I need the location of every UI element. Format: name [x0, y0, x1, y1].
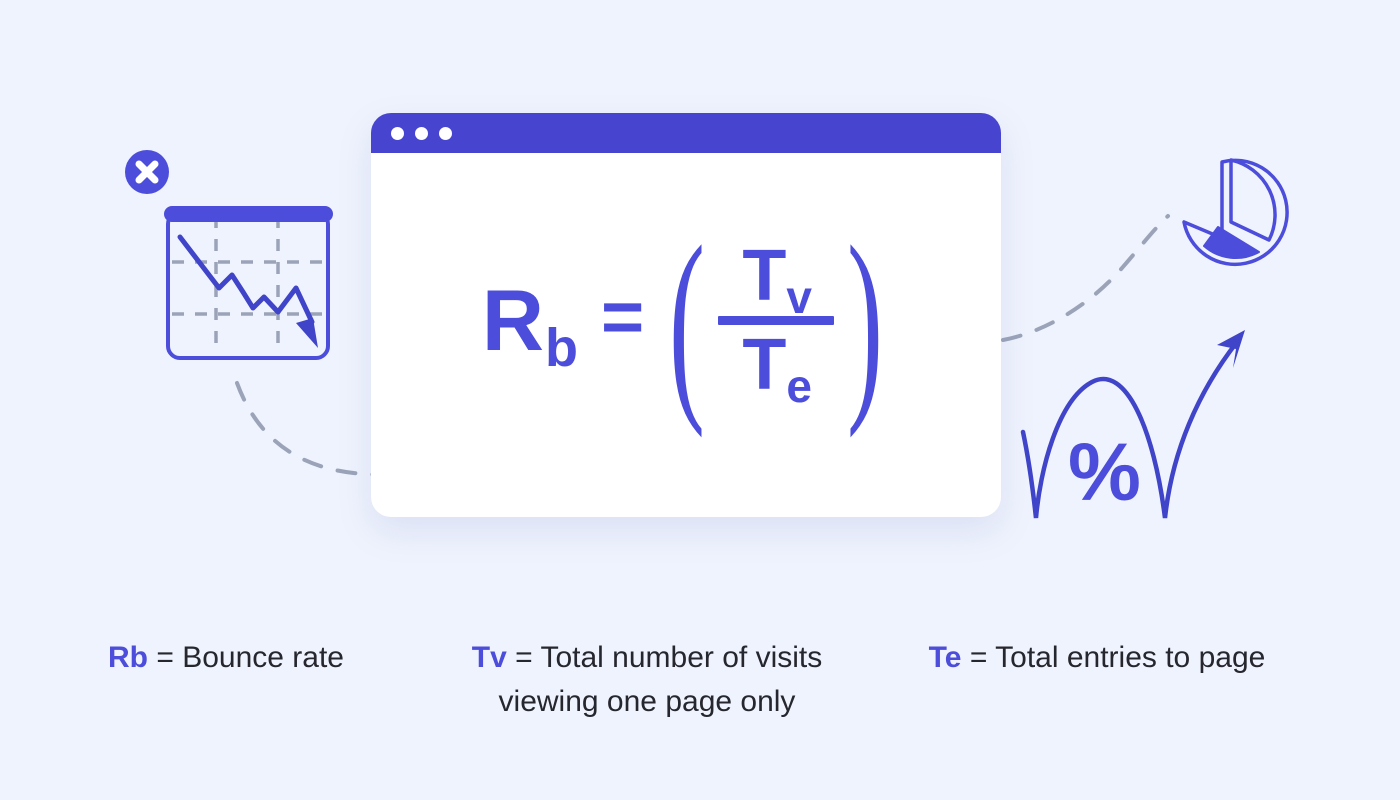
- formula-fraction-bar: [718, 316, 835, 325]
- percent-icon: %: [1068, 427, 1141, 518]
- window-dot-minimize-icon[interactable]: [415, 126, 428, 140]
- legend: Rb = Bounce rate Tv = Total number of vi…: [0, 636, 1400, 723]
- legend-text-tv-line2: viewing one page only: [498, 684, 796, 718]
- declining-chart-icon: [164, 206, 333, 360]
- formula-lhs-base: R: [481, 273, 544, 369]
- formula-equals: =: [600, 275, 645, 358]
- formula-paren-close: ): [847, 203, 884, 439]
- formula-denominator-subscript: e: [786, 360, 812, 412]
- legend-item-te: Te = Total entries to page: [872, 636, 1322, 680]
- legend-text-te: Total entries to page: [995, 641, 1266, 674]
- legend-symbol-rb: Rb: [108, 641, 148, 674]
- formula-lhs-subscript: b: [544, 318, 578, 378]
- card-titlebar: [371, 113, 1001, 153]
- browser-card: Rb = ( Tv Te ): [371, 113, 1001, 517]
- formula-denominator: Te: [742, 328, 812, 409]
- legend-text-rb: Bounce rate: [182, 641, 344, 674]
- pie-chart-icon: [1182, 158, 1289, 267]
- legend-item-rb: Rb = Bounce rate: [46, 636, 406, 680]
- legend-symbol-te: Te: [928, 641, 962, 674]
- window-dot-maximize-icon[interactable]: [439, 126, 452, 140]
- formula-numerator-subscript: v: [786, 270, 812, 323]
- formula-fraction: Tv Te: [718, 239, 835, 409]
- legend-separator-te: =: [969, 641, 988, 674]
- legend-symbol-tv: Tv: [471, 641, 507, 674]
- dashed-connector-right: [1001, 214, 1170, 342]
- window-dot-close-icon[interactable]: [391, 126, 404, 140]
- formula-lhs: Rb: [482, 278, 578, 375]
- formula-denominator-base: T: [742, 325, 786, 405]
- bounce-rate-formula: Rb = ( Tv Te ): [482, 214, 890, 427]
- legend-separator-tv: =: [515, 641, 533, 674]
- formula-paren-open: (: [669, 203, 706, 439]
- legend-separator-rb: =: [156, 641, 174, 674]
- x-circle-icon: [125, 150, 169, 194]
- legend-text-tv-line1: Total number of visits: [540, 641, 823, 674]
- legend-item-tv: Tv = Total number of visits viewing one …: [432, 636, 862, 723]
- card-body: Rb = ( Tv Te ): [371, 153, 1001, 517]
- formula-numerator-base: T: [742, 235, 786, 316]
- formula-numerator: Tv: [742, 239, 812, 320]
